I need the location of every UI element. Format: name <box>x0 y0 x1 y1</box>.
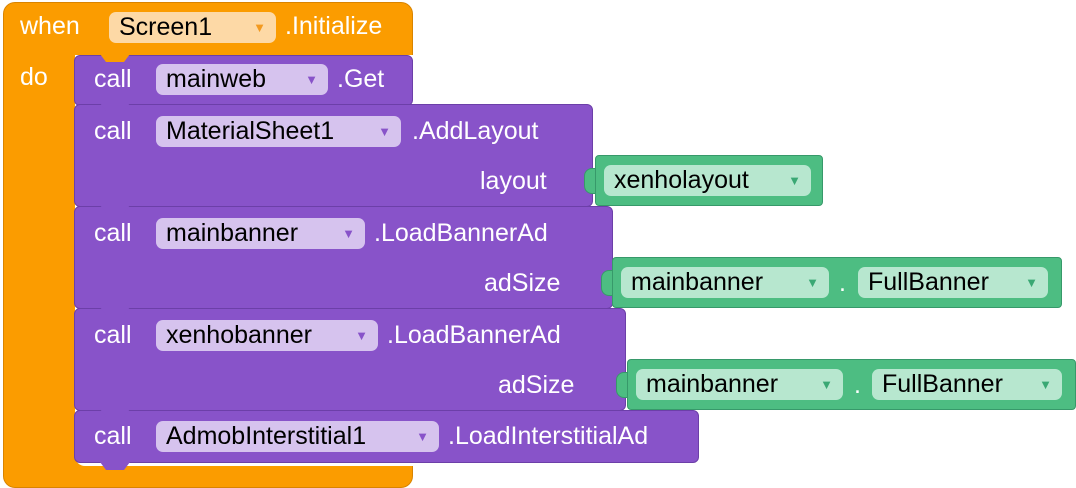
mainbanner-arg-dropdown[interactable]: mainbanner ▼ <box>636 369 843 400</box>
layout-arg-label: layout <box>480 167 547 195</box>
xenholayout-dropdown[interactable]: xenholayout ▼ <box>604 165 811 196</box>
when-label: when <box>20 12 80 40</box>
chevron-down-icon: ▼ <box>1039 377 1052 392</box>
screen-component-dropdown[interactable]: Screen1 ▼ <box>109 12 276 43</box>
call-label: call <box>94 65 132 93</box>
chevron-down-icon: ▼ <box>788 173 801 188</box>
arg-property-label: FullBanner <box>868 268 989 296</box>
value-plug-tab <box>601 270 613 296</box>
chevron-down-icon: ▼ <box>820 377 833 392</box>
component-label: mainbanner <box>166 219 299 247</box>
chevron-down-icon: ▼ <box>305 72 318 87</box>
chevron-down-icon: ▼ <box>806 275 819 290</box>
value-plug-tab <box>584 168 596 194</box>
xenhobanner-component-dropdown[interactable]: xenhobanner ▼ <box>156 320 378 351</box>
chevron-down-icon: ▼ <box>378 124 391 139</box>
arg-property-label: FullBanner <box>882 370 1003 398</box>
call-label: call <box>94 117 132 145</box>
materialsheet-component-dropdown[interactable]: MaterialSheet1 ▼ <box>156 116 401 147</box>
screen-component-label: Screen1 <box>119 13 213 41</box>
mainbanner-arg-dropdown[interactable]: mainbanner ▼ <box>621 267 829 298</box>
do-label: do <box>20 63 48 91</box>
call-mainweb-get-block[interactable]: call mainweb ▼ .Get <box>74 55 413 106</box>
layout-value-label: xenholayout <box>614 166 749 194</box>
chevron-down-icon: ▼ <box>355 328 368 343</box>
event-name-label: .Initialize <box>285 12 383 40</box>
mainweb-component-dropdown[interactable]: mainweb ▼ <box>156 64 328 95</box>
call-label: call <box>94 321 132 349</box>
fullbanner-value-block[interactable]: mainbanner ▼ . FullBanner ▼ <box>601 257 1062 308</box>
property-dot-label: . <box>839 269 846 297</box>
admobinterstitial-component-dropdown[interactable]: AdmobInterstitial1 ▼ <box>156 421 439 452</box>
fullbanner-property-dropdown[interactable]: FullBanner ▼ <box>872 369 1062 400</box>
fullbanner-value-block[interactable]: mainbanner ▼ . FullBanner ▼ <box>616 359 1076 410</box>
value-plug-tab <box>616 372 628 398</box>
adsize-arg-label: adSize <box>498 371 575 399</box>
call-mainbanner-loadbannerad-block[interactable]: call mainbanner ▼ .LoadBannerAd adSize <box>74 206 613 309</box>
call-materialsheet-addlayout-block[interactable]: call MaterialSheet1 ▼ .AddLayout layout <box>74 104 593 207</box>
adsize-arg-label: adSize <box>484 269 561 297</box>
method-label: .AddLayout <box>412 117 539 145</box>
method-label: .LoadInterstitialAd <box>448 422 649 450</box>
method-label: .Get <box>337 65 385 93</box>
component-label: AdmobInterstitial1 <box>166 422 367 450</box>
method-label: .LoadBannerAd <box>374 219 548 247</box>
call-label: call <box>94 422 132 450</box>
method-label: .LoadBannerAd <box>387 321 561 349</box>
component-label: MaterialSheet1 <box>166 117 335 145</box>
property-dot-label: . <box>854 371 861 399</box>
arg-component-label: mainbanner <box>646 370 779 398</box>
chevron-down-icon: ▼ <box>253 20 266 35</box>
chevron-down-icon: ▼ <box>1025 275 1038 290</box>
component-label: mainweb <box>166 65 267 93</box>
xenholayout-value-block[interactable]: xenholayout ▼ <box>584 155 823 206</box>
mainbanner-component-dropdown[interactable]: mainbanner ▼ <box>156 218 365 249</box>
chevron-down-icon: ▼ <box>342 226 355 241</box>
call-admobinterstitial-loadinterstitialad-block[interactable]: call AdmobInterstitial1 ▼ .LoadInterstit… <box>74 410 699 463</box>
component-label: xenhobanner <box>166 321 312 349</box>
fullbanner-property-dropdown[interactable]: FullBanner ▼ <box>858 267 1048 298</box>
chevron-down-icon: ▼ <box>416 429 429 444</box>
call-label: call <box>94 219 132 247</box>
call-xenhobanner-loadbannerad-block[interactable]: call xenhobanner ▼ .LoadBannerAd adSize <box>74 308 626 411</box>
arg-component-label: mainbanner <box>631 268 764 296</box>
